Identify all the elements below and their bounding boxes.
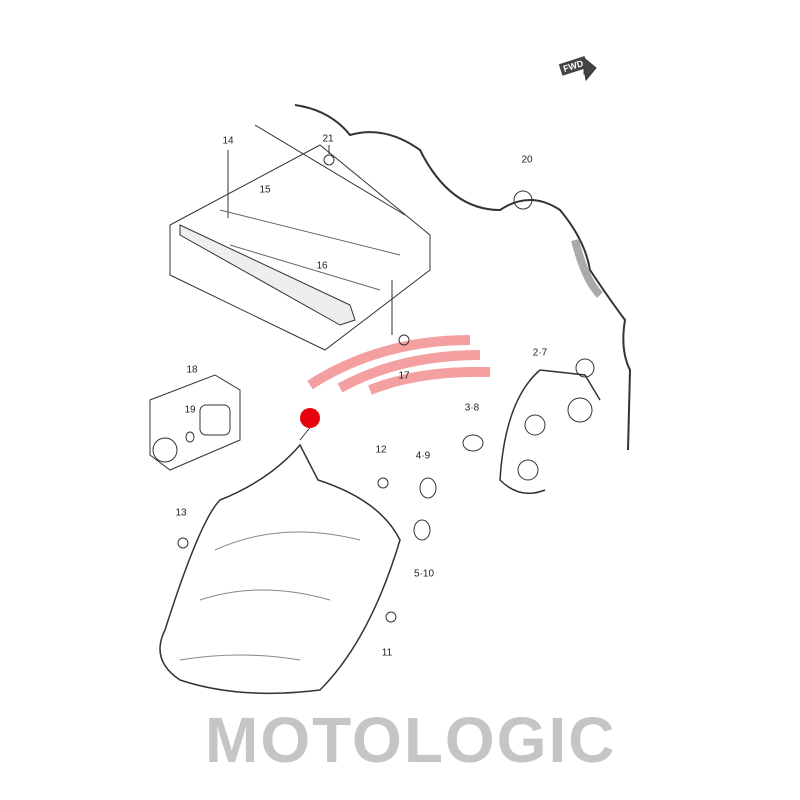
part-label-20: 20 <box>521 154 533 166</box>
part-label-13: 13 <box>175 507 187 519</box>
part-label-11: 11 <box>381 647 393 659</box>
part-label-14: 14 <box>222 135 234 147</box>
fwd-arrow-icon <box>583 56 597 82</box>
highlight-marker <box>300 408 320 428</box>
part-label-21: 21 <box>322 133 334 145</box>
part-label-17: 17 <box>398 370 410 382</box>
part-label-15: 15 <box>259 184 271 196</box>
part-label-4-9: 4·9 <box>415 450 431 462</box>
part-label-18: 18 <box>186 364 198 376</box>
part-label-5-10: 5·10 <box>413 568 435 580</box>
part-label-16: 16 <box>316 260 328 272</box>
part-14-box <box>169 144 431 351</box>
watermark-stripes <box>307 335 491 395</box>
part-label-12: 12 <box>375 444 387 456</box>
tail-lamp-assembly <box>159 443 401 695</box>
part-label-19: 19 <box>184 404 196 416</box>
watermark: MOTOLOGIC <box>205 704 617 776</box>
wiring-harness <box>294 104 632 451</box>
part-18-box <box>149 374 241 471</box>
high-mount-lamp <box>179 224 356 326</box>
part-label-3-8: 3·8 <box>464 402 480 414</box>
socket-harness <box>499 369 601 495</box>
part-label-2-7: 2·7 <box>532 347 548 359</box>
